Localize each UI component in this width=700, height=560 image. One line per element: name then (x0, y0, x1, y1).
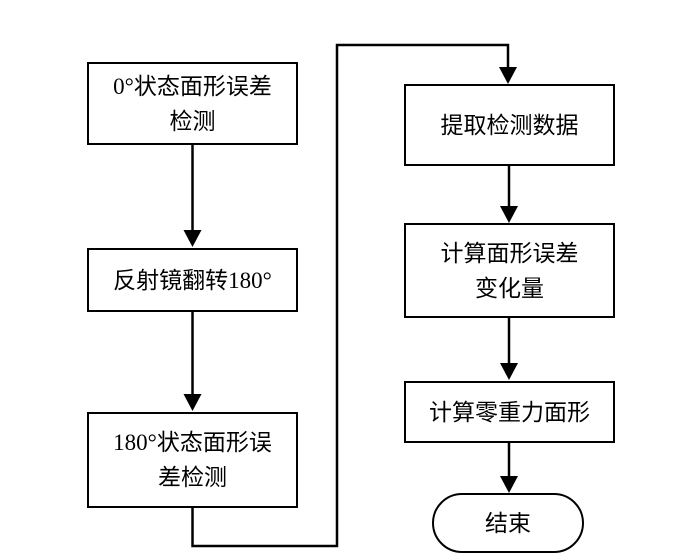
process-box-text-line: 提取检测数据 (440, 112, 579, 138)
process-box-text-line: 检测 (169, 108, 216, 134)
process-box-text-line: 变化量 (475, 275, 544, 301)
terminator-text: 结束 (485, 510, 531, 536)
arrow-flip-to-detect180 (183, 312, 202, 411)
process-box-text-line: 反射镜翻转180° (113, 267, 272, 293)
loop-connector-detect180-to-extract (191, 43, 517, 548)
process-box-text-line: 180°状态面形误 (113, 430, 272, 455)
terminator-end: 结束 (432, 493, 584, 553)
process-box-calc-error-change: 计算面形误差 变化量 (404, 223, 615, 318)
process-box-text-line: 0°状态面形误差 (113, 73, 272, 99)
arrow-detect0-to-flip (183, 145, 202, 247)
arrow-calc-zero-g-to-end (500, 443, 518, 493)
arrow-extract-to-calc-error (500, 166, 518, 223)
process-box-extract-data: 提取检测数据 (404, 84, 615, 166)
process-box-detect-0-state: 0°状态面形误差 检测 (87, 62, 298, 145)
process-box-detect-180-state: 180°状态面形误 差检测 (87, 412, 298, 508)
arrow-calc-error-to-calc-zero-g (500, 318, 518, 380)
process-box-calc-zero-gravity: 计算零重力面形 (404, 381, 615, 443)
process-box-text-line: 计算面形误差 (440, 240, 579, 266)
process-box-text-line: 计算零重力面形 (429, 399, 590, 425)
process-box-text-line: 差检测 (158, 465, 227, 490)
process-box-flip-mirror: 反射镜翻转180° (87, 248, 298, 312)
